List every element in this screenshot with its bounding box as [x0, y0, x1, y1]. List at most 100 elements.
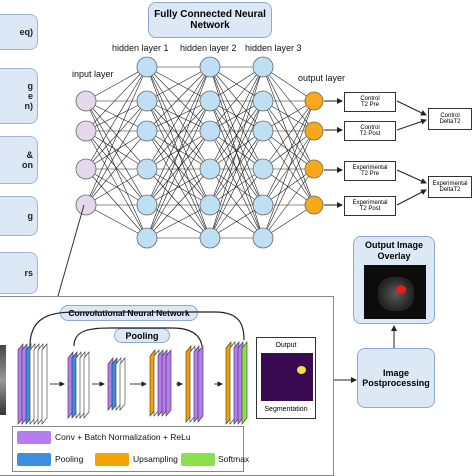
hidden-node [136, 194, 158, 216]
output-label: T2 Post [359, 206, 381, 212]
network-edge [146, 168, 211, 206]
fcnn-title-line1: Fully Connected Neural [154, 9, 266, 20]
input-node [75, 158, 97, 180]
output-label: T2 Pre [360, 171, 379, 177]
hidden-node [136, 90, 158, 112]
segmentation-top-label: Output [275, 342, 297, 349]
side-box-label: n) [24, 101, 34, 111]
network-edge [209, 130, 264, 170]
network-edge [262, 130, 315, 206]
network-edge [262, 100, 315, 239]
network-edge [85, 168, 148, 206]
legend-swatch-pool [17, 453, 51, 466]
delta-label: Experimental [432, 181, 468, 187]
network-edge [146, 66, 211, 170]
delta-box-experimental: Experimental DeltaT2 [428, 176, 472, 198]
side-box-label: eq) [19, 27, 34, 37]
cnn-feature-map [197, 345, 204, 423]
postprocessing-line2: Postprocessing [362, 378, 430, 388]
overlay-title-line2: Overlay [377, 251, 411, 261]
side-box-label: g [27, 211, 34, 221]
network-edge [146, 130, 211, 170]
network-edge [262, 100, 315, 206]
network-edge [209, 168, 264, 206]
network-edge [146, 130, 211, 206]
delta-label: Control [440, 113, 460, 119]
output-label: T2 Pre [360, 102, 379, 108]
cnn-feature-map [119, 357, 126, 411]
output-box-experimental-post: Experimental T2 Post [344, 196, 396, 216]
overlay-red-region [396, 285, 406, 294]
hidden-node [199, 90, 221, 112]
overlay-panel: Output Image Overlay [353, 236, 435, 324]
network-edge [85, 100, 148, 239]
segmentation-box: Output Segmentation [256, 337, 316, 419]
cnn-feature-map [41, 343, 48, 425]
network-edge [146, 66, 211, 206]
network-edge [209, 66, 264, 102]
overlay-title: Output Image Overlay [354, 240, 434, 262]
segmentation-blob [297, 366, 306, 374]
segmentation-image [261, 353, 313, 401]
output-node [304, 121, 324, 141]
network-edge [146, 100, 211, 132]
hidden-node [252, 120, 274, 142]
network-edge [146, 168, 211, 239]
network-edge [209, 100, 264, 239]
output-label: Control [360, 96, 380, 102]
legend-soft-label: Softmax [218, 454, 250, 464]
segmentation-bottom-label: Segmentation [264, 406, 308, 413]
delta-box-control: Control DeltaT2 [428, 108, 472, 130]
side-box-5: rs [0, 252, 38, 294]
network-edge [262, 66, 315, 170]
network-edge [209, 168, 264, 239]
network-edge [146, 204, 211, 239]
network-edge [209, 66, 264, 206]
network-edge [146, 100, 211, 239]
input-layer-label: input layer [72, 69, 114, 79]
network-edge [262, 100, 315, 170]
input-node [75, 90, 97, 112]
output-box-control-pre: Control T2 Pre [344, 92, 396, 112]
network-edge [85, 100, 148, 170]
network-edge [85, 100, 148, 206]
network-edge [85, 130, 148, 239]
network-edge [209, 66, 264, 132]
output-layer-label: output layer [298, 73, 346, 83]
side-box-2: g e n) [0, 68, 38, 124]
side-box-label: rs [24, 268, 33, 278]
hidden-node [252, 56, 274, 78]
network-edge [262, 130, 315, 170]
legend-conv-label: Conv + Batch Normalization + ReLu [55, 432, 191, 442]
hidden-node [199, 227, 221, 249]
side-box-1: eq) [0, 14, 38, 50]
side-box-4: g [0, 196, 38, 236]
network-edge [146, 66, 211, 239]
side-box-label: g [27, 81, 34, 91]
overlay-texture [378, 277, 414, 311]
network-edge [85, 100, 148, 132]
network-edge [262, 66, 315, 206]
network-nodes [75, 56, 324, 249]
network-edge [85, 130, 148, 170]
side-box-3: & on [0, 136, 38, 184]
legend-pool-label: Pooling [55, 454, 84, 464]
network-edge [209, 204, 264, 239]
output-node [304, 159, 324, 179]
delta-label: DeltaT2 [439, 119, 461, 125]
postprocessing-box: Image Postprocessing [357, 348, 435, 408]
fcnn-title-box: Fully Connected Neural Network [148, 2, 272, 38]
network-edge [262, 66, 315, 132]
hidden-node [252, 158, 274, 180]
input-image-partial [0, 345, 6, 415]
network-edge [85, 130, 148, 206]
network-edge [85, 204, 148, 239]
output-box-control-post: Control T2 Post [344, 121, 396, 141]
output-node [304, 195, 324, 215]
hidden-node [252, 90, 274, 112]
network-edge [146, 66, 211, 102]
network-edge [262, 130, 315, 239]
hidden-layer-1-label: hidden layer 1 [112, 43, 169, 53]
